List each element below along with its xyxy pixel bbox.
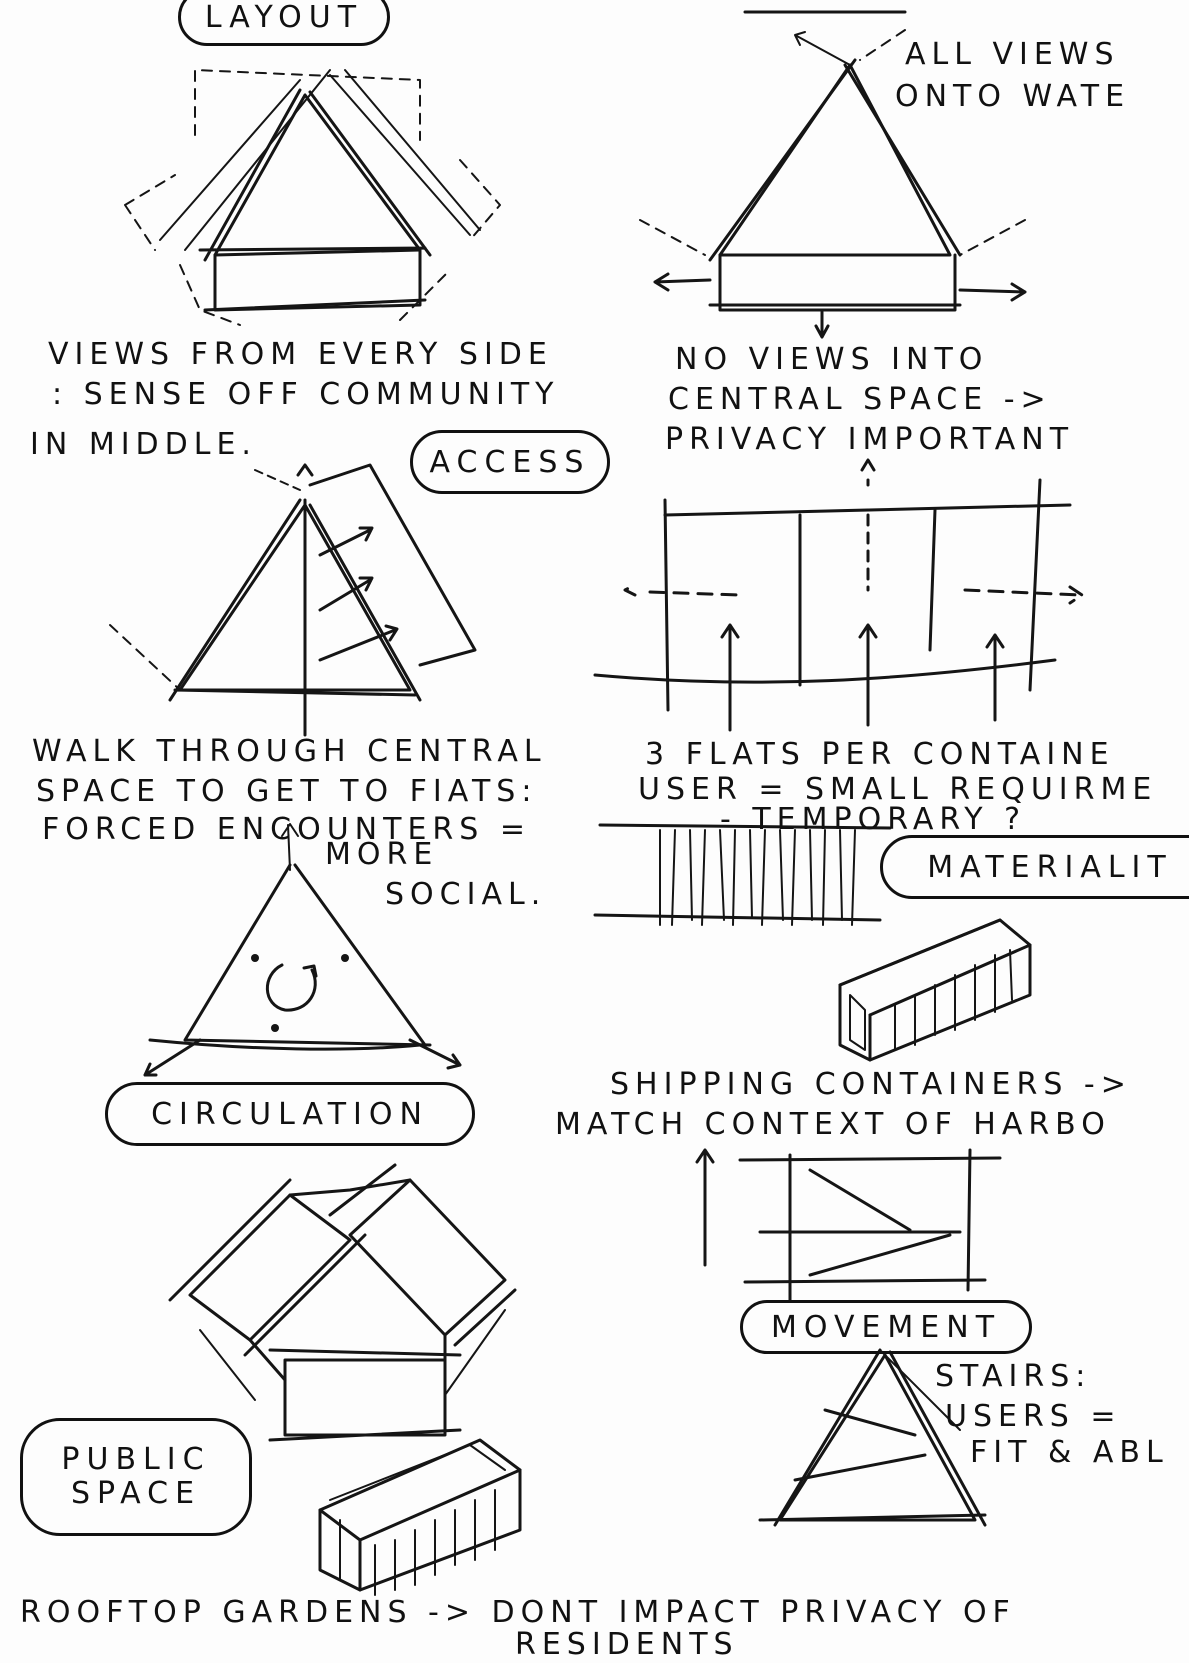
note-stairs-line3: FIT & ABL (970, 1435, 1169, 1470)
heading-public-space: PUBLIC SPACE (20, 1418, 252, 1536)
note-shipping-line1: SHIPPING CONTAINERS -> (610, 1067, 1132, 1102)
circulation-sketch (143, 823, 462, 1077)
note-stairs-line1: STAIRS: (935, 1359, 1092, 1394)
public-space-sketch (168, 1163, 517, 1442)
access-sketch (109, 463, 477, 737)
note-rooftop-line2: RESIDENTS (515, 1627, 739, 1662)
note-flats-line1: 3 FLATS PER CONTAINE (645, 737, 1115, 772)
note-walk-line3: FORCED ENCOUNTERS = (42, 812, 531, 847)
note-views-line3: IN MIDDLE. (30, 427, 257, 462)
materiality-sketch (593, 823, 1032, 1062)
note-privacy-line2: CENTRAL SPACE -> (668, 382, 1052, 417)
movement-sketch (695, 1148, 1002, 1302)
rooftop-container-sketch (318, 1438, 522, 1596)
note-walk-line5: SOCIAL. (385, 877, 547, 912)
note-views-line2: : SENSE OFF COMMUNITY (52, 377, 560, 412)
note-privacy-line3: PRIVACY IMPORTANT (665, 422, 1075, 457)
heading-public-space-line1: PUBLIC (61, 1441, 211, 1477)
note-flats-line2: USER = SMALL REQUIRME (638, 772, 1158, 807)
note-walk-line4: MORE (325, 837, 439, 872)
note-privacy-line1: NO VIEWS INTO (675, 342, 989, 377)
views-water-sketch (639, 10, 1027, 339)
layout-sketch (124, 69, 501, 326)
note-rooftop-line1: ROOFTOP GARDENS -> DONT IMPACT PRIVACY O… (20, 1595, 1016, 1630)
heading-movement: MOVEMENT (740, 1300, 1032, 1354)
note-water-line2: ONTO WATE (895, 79, 1131, 114)
stairs-sketch (758, 1348, 987, 1527)
heading-public-space-line2: SPACE (70, 1476, 202, 1511)
note-flats-line3: - TEMPORARY ? (720, 802, 1027, 837)
note-walk-line2: SPACE TO GET TO FIATS: (36, 774, 538, 809)
plan-sketch (593, 458, 1084, 732)
heading-circulation: CIRCULATION (105, 1082, 475, 1146)
note-shipping-line2: MATCH CONTEXT OF HARBO (555, 1107, 1111, 1142)
heading-access: ACCESS (410, 430, 610, 494)
note-stairs-line2: USERS = (945, 1399, 1122, 1434)
note-walk-line1: WALK THROUGH CENTRAL (32, 734, 547, 769)
heading-materiality: MATERIALIT (880, 835, 1189, 899)
note-water-line1: ALL VIEWS (905, 37, 1120, 72)
note-views-line1: VIEWS FROM EVERY SIDE (48, 337, 553, 372)
heading-layout: LAYOUT (178, 0, 390, 46)
